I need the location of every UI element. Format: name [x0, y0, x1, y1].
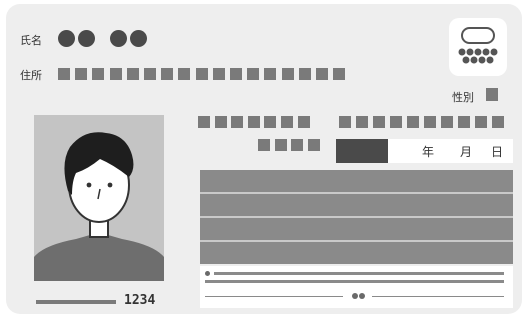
sex-label: 性別	[452, 89, 474, 105]
placeholder-square	[144, 68, 156, 80]
placeholder-square	[58, 68, 70, 80]
card-number-bar	[36, 300, 116, 304]
placeholder-square	[275, 139, 287, 151]
date-day-label: 日	[491, 143, 503, 160]
notes-bullet	[205, 271, 210, 276]
notes-line	[205, 296, 343, 297]
id-card: 氏名 住所 性別	[6, 4, 522, 314]
placeholder-square	[110, 68, 122, 80]
notes-line	[372, 296, 504, 297]
placeholder-square	[316, 68, 328, 80]
placeholder-square	[281, 116, 293, 128]
placeholder-square	[231, 116, 243, 128]
placeholder-square	[333, 68, 345, 80]
date-year-label: 年	[422, 143, 434, 160]
placeholder-square	[215, 116, 227, 128]
notes-panel	[200, 266, 513, 308]
date-field: 年 月 日	[388, 139, 513, 163]
placeholder-square	[264, 68, 276, 80]
placeholder-square	[248, 116, 260, 128]
placeholder-square	[213, 68, 225, 80]
placeholder-square	[492, 116, 504, 128]
placeholder-square	[161, 68, 173, 80]
placeholder-square	[282, 68, 294, 80]
placeholder-square	[291, 139, 303, 151]
date-month-label: 月	[460, 143, 472, 160]
notes-line	[205, 280, 504, 283]
ic-chip-icon	[449, 18, 507, 76]
notes-dot	[359, 293, 365, 299]
placeholder-square	[475, 116, 487, 128]
placeholder-square	[308, 139, 320, 151]
placeholder-square	[258, 139, 270, 151]
sex-placeholder	[486, 88, 498, 101]
placeholder-square	[298, 116, 310, 128]
placeholder-square	[196, 68, 208, 80]
address-label: 住所	[20, 67, 42, 83]
placeholder-square	[75, 68, 87, 80]
placeholder-square	[407, 116, 419, 128]
portrait-photo	[34, 115, 164, 281]
placeholder-square	[178, 68, 190, 80]
placeholder-square	[92, 68, 104, 80]
placeholder-square	[299, 68, 311, 80]
placeholder-square	[198, 116, 210, 128]
notes-dot	[352, 293, 358, 299]
name-label: 氏名	[20, 32, 42, 48]
placeholder-square	[373, 116, 385, 128]
placeholder-square	[230, 68, 242, 80]
date-era-block	[336, 139, 388, 163]
placeholder-square	[127, 68, 139, 80]
placeholder-square	[458, 116, 470, 128]
placeholder-square	[356, 116, 368, 128]
placeholder-square	[339, 116, 351, 128]
placeholder-square	[247, 68, 259, 80]
placeholder-square	[424, 116, 436, 128]
notes-line	[214, 272, 504, 275]
placeholder-square	[390, 116, 402, 128]
placeholder-square	[264, 116, 276, 128]
card-number: 1234	[124, 293, 155, 308]
placeholder-square	[441, 116, 453, 128]
